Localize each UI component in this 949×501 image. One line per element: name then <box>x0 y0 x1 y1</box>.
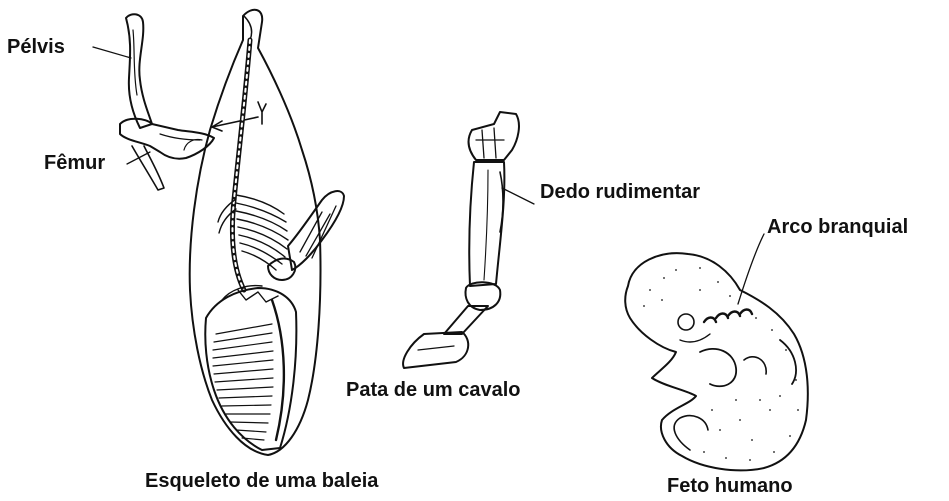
pelvis-pointer-line <box>93 47 131 58</box>
pelvis-label: Pélvis <box>7 36 65 59</box>
femur-bone <box>120 119 214 159</box>
human-fetus <box>625 234 808 470</box>
horse-carpals <box>469 112 519 160</box>
whale-caption: Esqueleto de uma baleia <box>145 470 378 493</box>
fetus-caption: Feto humano <box>667 475 793 498</box>
whale-flipper <box>268 191 344 280</box>
whale-skeleton <box>190 10 344 455</box>
whale-skull <box>205 286 296 450</box>
gill-arch-pointer-line <box>738 234 764 304</box>
fetus-body-outline <box>625 253 808 470</box>
horse-hoof <box>403 332 468 368</box>
femur-pointer-line <box>127 152 150 164</box>
pelvis-bone <box>126 14 152 128</box>
whale-baleen <box>213 324 273 440</box>
horse-leg <box>403 112 534 368</box>
vestigial-digit-label: Dedo rudimentar <box>540 181 700 204</box>
femur-label: Fêmur <box>44 152 105 175</box>
gill-arches <box>704 310 752 323</box>
vestigial-digit-pointer-line <box>502 188 534 204</box>
pelvis-femur-detail <box>93 14 258 190</box>
gill-arch-label: Arco branquial <box>767 216 908 239</box>
horse-caption: Pata de um cavalo <box>346 379 521 402</box>
